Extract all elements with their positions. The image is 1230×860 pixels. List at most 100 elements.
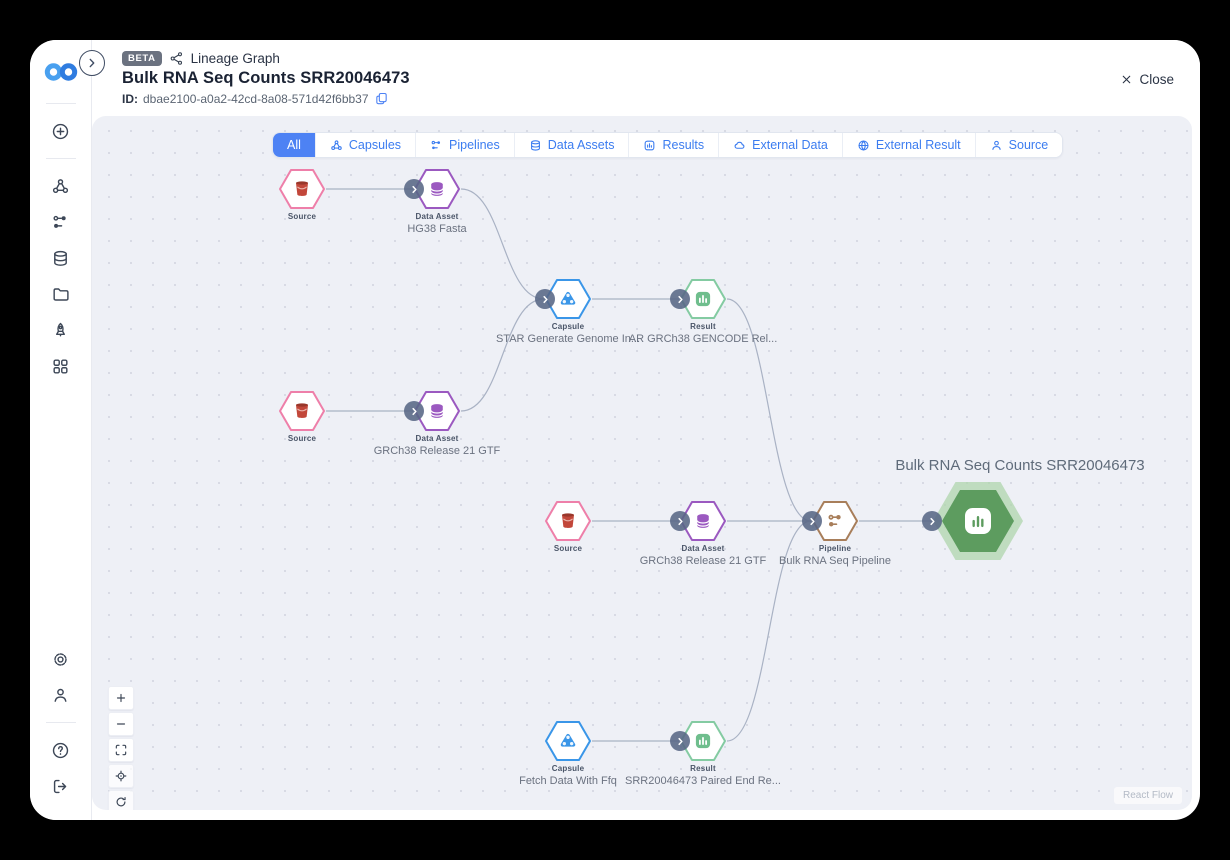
tab-all[interactable]: All	[273, 133, 316, 157]
apps-icon	[51, 357, 70, 376]
filter-tabbar: AllCapsules Pipelines Data AssetsResults Ex…	[272, 132, 1063, 158]
graph-node-result-selected[interactable]: Bulk RNA Seq Counts SRR20046473	[931, 480, 1025, 562]
result-icon	[643, 139, 656, 152]
source-icon	[292, 179, 312, 199]
graph-node-pipeline-1[interactable]: PipelineBulk RNA Seq Pipeline	[811, 500, 859, 542]
tab-label: Pipelines	[449, 138, 500, 152]
graph-node-data-asset-3[interactable]: Data AssetGRCh38 Release 21 GTF	[679, 500, 727, 542]
capsule-icon	[51, 177, 70, 196]
copy-id-icon[interactable]	[374, 91, 389, 106]
node-name-label: GRCh38 Release 21 GTF	[640, 555, 767, 567]
database-icon	[529, 139, 542, 152]
capsule-icon	[558, 731, 578, 751]
tab-external-result[interactable]: External Result	[843, 133, 976, 157]
graph-node-source-3[interactable]: Source	[544, 500, 592, 542]
sidebar-item-help[interactable]	[42, 732, 80, 768]
folder-icon	[51, 285, 70, 304]
node-name-label: GRCh38 Release 21 GTF	[374, 445, 501, 457]
center-view-button[interactable]	[108, 764, 134, 788]
chevron-badge	[802, 511, 822, 531]
node-name-label: HG38 Fasta	[407, 223, 466, 235]
sidebar-item-capsules[interactable]	[42, 168, 80, 204]
result-icon	[693, 289, 713, 309]
lineage-icon	[169, 51, 184, 66]
code-ocean-logo[interactable]	[42, 54, 80, 90]
pipeline-icon	[430, 139, 443, 152]
lineage-panel: BETA Lineage Graph Bulk RNA Seq Counts S…	[92, 40, 1200, 820]
sidebar-item-logout[interactable]	[42, 768, 80, 804]
chevron-badge	[922, 511, 942, 531]
tab-pipelines[interactable]: Pipelines	[416, 133, 515, 157]
graph-node-data-asset-2[interactable]: Data AssetGRCh38 Release 21 GTF	[413, 390, 461, 432]
zoom-out-button[interactable]	[108, 712, 134, 736]
pipeline-icon	[825, 511, 845, 531]
plus-circle-icon	[51, 122, 70, 141]
node-name-label: SRR20046473 Paired End Re...	[625, 775, 781, 787]
tab-data-assets[interactable]: Data Assets	[515, 133, 630, 157]
lineage-canvas[interactable]: Source Data AssetHG38 Fasta CapsuleSTAR …	[92, 116, 1192, 810]
logout-icon	[51, 777, 70, 796]
node-type-label: Result	[690, 322, 716, 331]
canvas-controls	[108, 686, 134, 810]
graph-node-capsule-2[interactable]: CapsuleFetch Data With Ffq	[544, 720, 592, 762]
view-title: Lineage Graph	[191, 51, 280, 66]
graph-node-capsule-1[interactable]: CapsuleSTAR Generate Genome In...	[544, 278, 592, 320]
sidebar-item-create[interactable]	[42, 113, 80, 149]
tab-label: Source	[1009, 138, 1049, 152]
node-type-label: Source	[288, 434, 316, 443]
graph-node-result-2[interactable]: ResultSRR20046473 Paired End Re...	[679, 720, 727, 762]
tab-label: External Result	[876, 138, 961, 152]
tab-results[interactable]: Results	[629, 133, 719, 157]
tab-source[interactable]: Source	[976, 133, 1063, 157]
close-label: Close	[1139, 72, 1174, 87]
minus-icon	[114, 717, 128, 731]
sidebar-item-data-assets[interactable]	[42, 240, 80, 276]
panel-header: BETA Lineage Graph Bulk RNA Seq Counts S…	[92, 40, 1200, 116]
id-value: dbae2100-a0a2-42cd-8a08-571d42f6bb37	[143, 92, 369, 106]
fit-view-button[interactable]	[108, 738, 134, 762]
sidebar-item-files[interactable]	[42, 276, 80, 312]
edge-data-asset-1-capsule-1	[461, 189, 544, 299]
tab-capsules[interactable]: Capsules	[316, 133, 416, 157]
node-type-label: Data Asset	[415, 212, 458, 221]
close-icon	[1120, 73, 1133, 86]
cloud-icon	[733, 139, 746, 152]
expand-panel-button[interactable]	[79, 50, 105, 76]
node-type-label: Capsule	[552, 764, 585, 773]
close-button[interactable]: Close	[1120, 72, 1174, 87]
data_asset-icon	[427, 179, 447, 199]
zoom-in-button[interactable]	[108, 686, 134, 710]
sidebar-item-pipelines[interactable]	[42, 204, 80, 240]
fit-view-icon	[114, 743, 128, 757]
graph-node-data-asset-1[interactable]: Data AssetHG38 Fasta	[413, 168, 461, 210]
globe-icon	[857, 139, 870, 152]
graph-node-source-2[interactable]: Source	[278, 390, 326, 432]
rocket-icon	[51, 321, 70, 340]
app-window: BETA Lineage Graph Bulk RNA Seq Counts S…	[30, 40, 1200, 820]
reset-layout-button[interactable]	[108, 790, 134, 810]
id-label: ID:	[122, 92, 138, 106]
result-icon	[693, 731, 713, 751]
tab-label: External Data	[752, 138, 828, 152]
node-name-label: AR GRCh38 GENCODE Rel...	[629, 333, 778, 345]
tab-external-data[interactable]: External Data	[719, 133, 843, 157]
sidebar-item-apps[interactable]	[42, 348, 80, 384]
user-icon	[51, 686, 70, 705]
edge-data-asset-2-capsule-1	[461, 299, 544, 411]
node-type-label: Pipeline	[819, 544, 851, 553]
beta-badge: BETA	[122, 51, 162, 66]
target-icon	[114, 769, 128, 783]
source-icon	[292, 401, 312, 421]
page-title: Bulk RNA Seq Counts SRR20046473	[122, 69, 1176, 88]
reset-icon	[114, 795, 128, 809]
plus-icon	[114, 691, 128, 705]
capsule-icon	[558, 289, 578, 309]
sidebar-item-deployments[interactable]	[42, 312, 80, 348]
sidebar-item-settings[interactable]	[42, 641, 80, 677]
sidebar-divider	[46, 722, 76, 723]
reactflow-attribution[interactable]: React Flow	[1114, 787, 1182, 804]
graph-node-result-1[interactable]: ResultAR GRCh38 GENCODE Rel...	[679, 278, 727, 320]
sidebar-item-account[interactable]	[42, 677, 80, 713]
graph-node-source-1[interactable]: Source	[278, 168, 326, 210]
edge-result-2-pipeline-1	[727, 521, 811, 741]
